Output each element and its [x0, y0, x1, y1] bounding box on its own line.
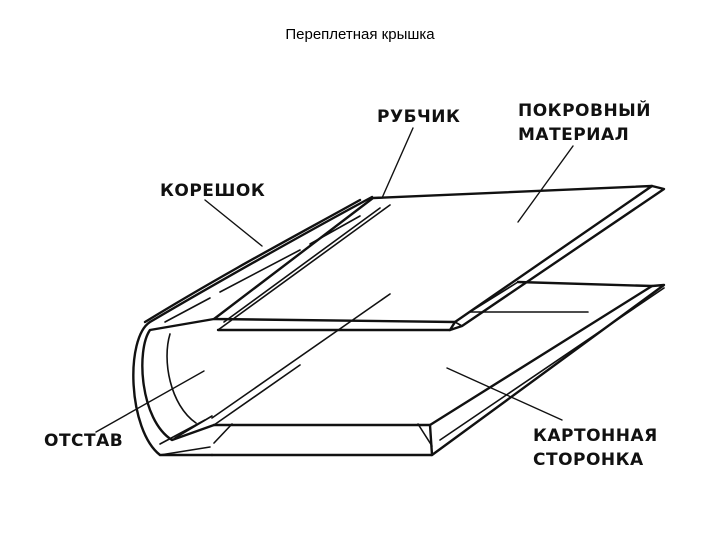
spine — [133, 197, 390, 455]
kartonnaya-leader — [447, 368, 562, 420]
koreshok-leader — [205, 200, 262, 246]
label-kartonnaya-line1: КАРТОННАЯ — [533, 426, 658, 446]
label-kartonnaya-line2: СТОРОНКА — [533, 450, 644, 470]
label-rubchik: РУБЧИК — [377, 107, 460, 127]
rubchik-leader — [382, 128, 413, 198]
label-pokrovny-line2: МАТЕРИАЛ — [518, 125, 629, 145]
pokrovny-leader — [518, 146, 573, 222]
label-koreshok: КОРЕШОК — [160, 181, 265, 201]
otstav-leader — [96, 371, 204, 432]
label-otstav: ОТСТАВ — [44, 431, 123, 451]
top-board — [214, 186, 664, 330]
label-pokrovny-line1: ПОКРОВНЫЙ — [518, 99, 651, 121]
leader-lines — [96, 128, 573, 432]
